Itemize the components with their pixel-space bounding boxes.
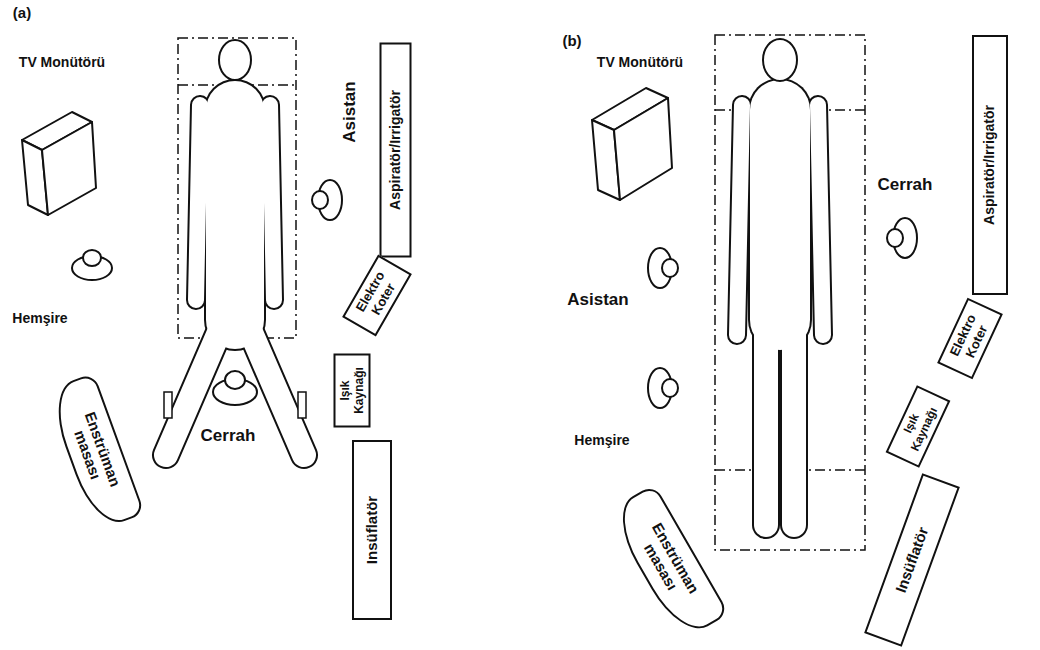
- equipment-box: Elektro Koter: [937, 297, 1003, 379]
- person-label: Hemşire: [574, 432, 629, 448]
- panel-label: (a): [13, 4, 31, 21]
- equipment-name: Işık Kaynağı: [894, 394, 942, 458]
- equipment-label: TV Monütörü: [597, 54, 683, 70]
- equipment-name: Aspiratör/Irrigatör: [982, 105, 997, 225]
- equipment-box: Insüflatör: [864, 473, 960, 646]
- person-label: Cerrah: [201, 426, 256, 446]
- instrument-table: Enstrüman masası: [607, 483, 730, 640]
- equipment-box: Işık Kaynağı: [334, 353, 371, 427]
- person-figure: [72, 180, 917, 408]
- equipment-name: Elektro Koter: [351, 264, 404, 327]
- equipment-name: Enstrüman masası: [61, 395, 130, 510]
- equipment-name: Insüflatör: [893, 525, 932, 595]
- panel-label: (b): [562, 32, 581, 49]
- equipment-name: Aspiratör/Irrigatör: [387, 90, 402, 210]
- equipment-box: Insüflatör: [352, 440, 392, 620]
- patient-figure: [166, 40, 304, 455]
- tv-monitor: [592, 88, 672, 200]
- equipment-name: Elektro Koter: [945, 307, 995, 370]
- leg-support: [164, 392, 172, 418]
- equipment-box: Işık Kaynağı: [886, 385, 951, 468]
- equipment-name: Işık Kaynağı: [339, 361, 365, 419]
- table-outline: [178, 35, 865, 550]
- equipment-box: Aspiratör/Irrigatör: [972, 35, 1008, 295]
- equipment-name: Insüflatör: [364, 496, 381, 564]
- equipment-box: Elektro Koter: [342, 254, 412, 336]
- equipment-name: Enstrüman masası: [626, 506, 710, 618]
- person-label: Asistan: [567, 290, 628, 310]
- tv-monitor: [22, 112, 96, 215]
- person-label: Asistan: [340, 81, 360, 142]
- equipment-label: TV Monütörü: [19, 54, 105, 70]
- equipment-box: Aspiratör/Irrigatör: [379, 43, 411, 258]
- instrument-table: Enstrüman masası: [45, 373, 145, 532]
- person-label: Cerrah: [878, 175, 933, 195]
- leg-support: [298, 392, 306, 418]
- person-label: Hemşire: [12, 310, 67, 326]
- patient-figure: [737, 39, 823, 525]
